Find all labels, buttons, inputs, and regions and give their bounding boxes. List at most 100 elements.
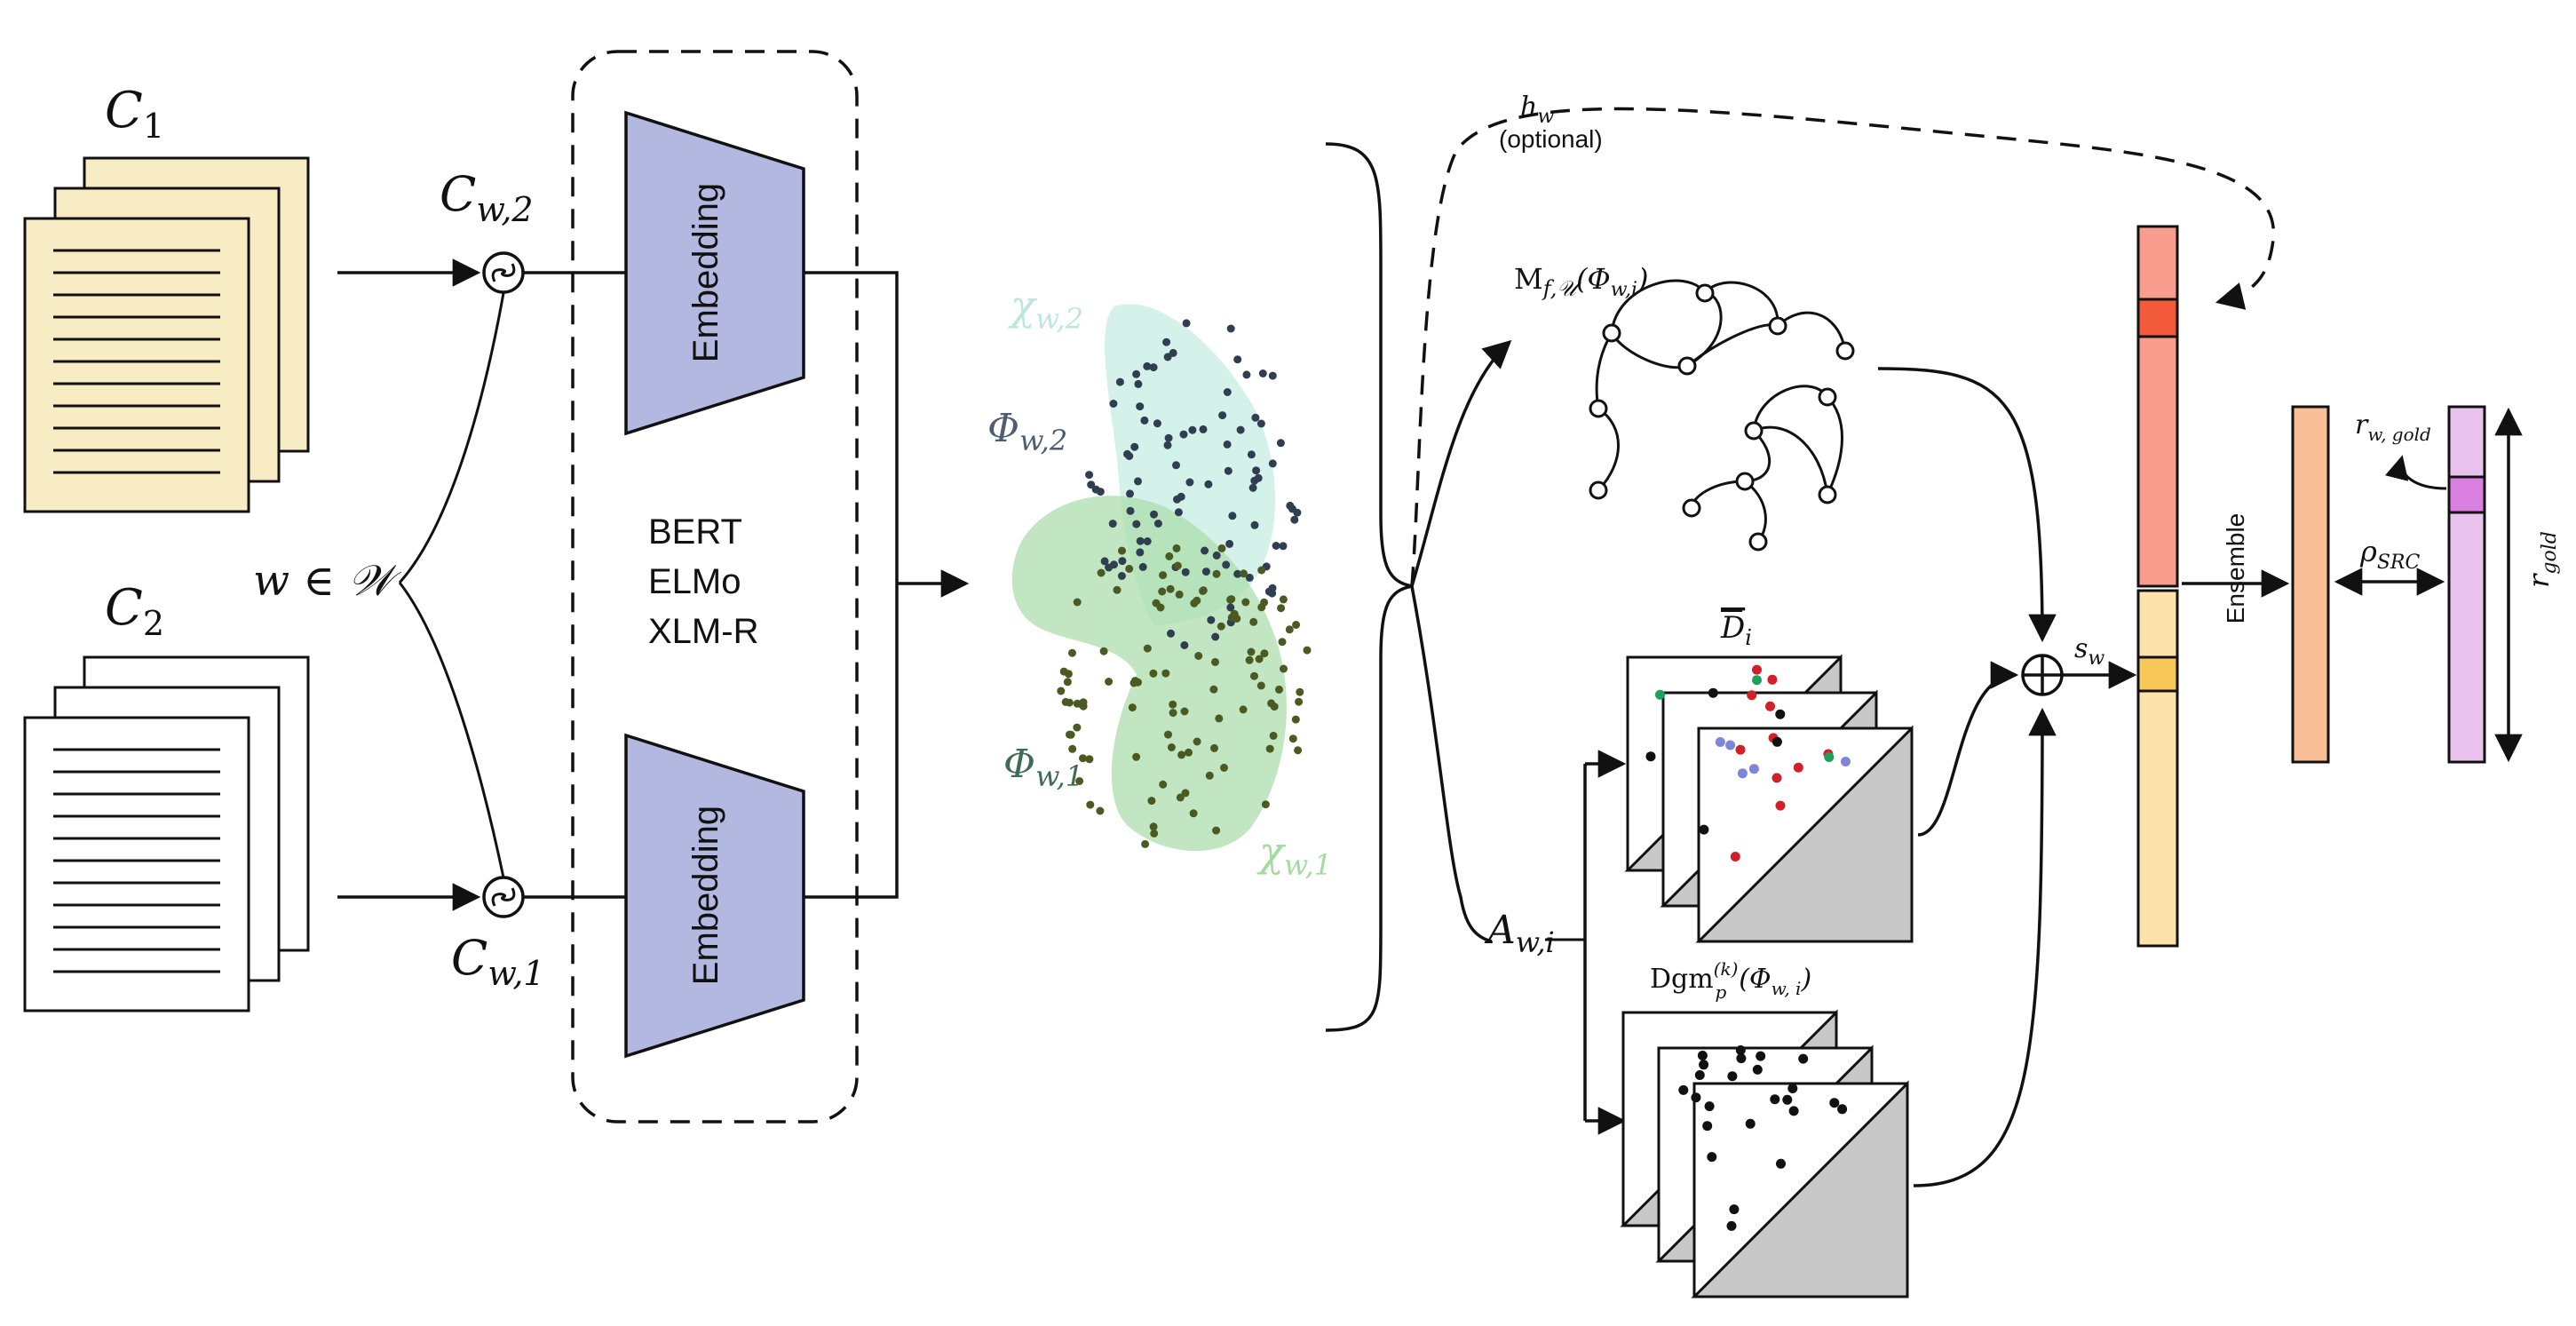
arrow-dbar-to-sum — [1917, 661, 2019, 837]
cloud-w2-point — [1136, 548, 1145, 557]
diagram-point — [1782, 1094, 1793, 1105]
embedding-block-bottom: Embedding — [624, 733, 805, 1059]
cloud-w1-point — [1199, 586, 1207, 595]
cloud-w1-point — [1075, 777, 1084, 785]
diagram-point — [1702, 1121, 1713, 1131]
corpus-c2-stack — [23, 655, 310, 1012]
cloud-w1-point — [1294, 746, 1303, 755]
diagram-point — [1787, 1084, 1798, 1093]
diagram-point — [1707, 1152, 1717, 1163]
cloud-w1-point — [1249, 617, 1258, 626]
cloud-w2-point — [1226, 603, 1235, 612]
diagram-point — [1737, 768, 1748, 779]
cloud-w1-point — [1068, 648, 1076, 657]
diagram-point — [1697, 1051, 1708, 1060]
cloud-w2-point — [1272, 542, 1280, 550]
cloud-w2-point — [1123, 449, 1131, 458]
cloud-w1-point — [1096, 806, 1105, 815]
cloud-w2-point — [1224, 466, 1233, 475]
diagram-point — [1775, 709, 1786, 719]
cloud-w1-point — [1105, 678, 1114, 686]
cloud-w1-point — [1150, 829, 1159, 838]
cloud-w1-point — [1063, 678, 1072, 687]
word-link-top — [398, 292, 505, 584]
cloud-w2-point — [1185, 478, 1194, 487]
arrow-rw-gold — [2385, 455, 2447, 490]
diagram-point — [1726, 1220, 1737, 1231]
cloud-w2-point — [1293, 508, 1302, 517]
diagram-point — [1727, 1071, 1738, 1082]
diagram-point — [1771, 736, 1782, 747]
context-cw1-label: Cw,1 — [451, 930, 545, 993]
cloud-w1-point — [1113, 585, 1122, 594]
context-cw2-label: Cw,2 — [440, 166, 534, 229]
cloud-w1-point — [1217, 544, 1226, 552]
embedding-block-top: Embedding — [624, 110, 805, 436]
word-link-bottom — [398, 582, 505, 878]
diagram-point — [1770, 1094, 1780, 1105]
diagram-point — [1735, 744, 1746, 755]
diagram-point — [1730, 852, 1740, 862]
cloud-w1-point — [1181, 789, 1190, 798]
diagram-point — [1729, 1204, 1740, 1215]
cloud-w2-point — [1162, 337, 1171, 346]
diagram-point — [1725, 740, 1736, 750]
cloud-w1-point — [1211, 657, 1219, 666]
diagram-point — [1645, 751, 1656, 762]
cloud-w1-point — [1159, 780, 1168, 789]
diagram-point — [1715, 737, 1725, 747]
embedding-top-label: Embedding — [686, 183, 725, 362]
rw-gold-label: rw, gold — [2355, 409, 2431, 445]
cloud-w1-point — [1209, 685, 1218, 694]
cloud-w1-point — [1265, 744, 1274, 753]
link-to-awi — [1410, 585, 1493, 943]
chi-w2-label: χw,2 — [1008, 282, 1083, 336]
cloud-w1-point — [1241, 598, 1250, 607]
cloud-w1-point — [1212, 569, 1221, 578]
cloud-w1-point — [1261, 800, 1270, 809]
cloud-w2-point — [1268, 584, 1277, 592]
cloud-w2-point — [1153, 419, 1161, 428]
cloud-w2-point — [1109, 400, 1118, 408]
cloud-w1-point — [1295, 697, 1304, 706]
cloud-w1-point — [1152, 599, 1161, 607]
cloud-w1-point — [1267, 699, 1276, 708]
cloud-w1-point — [1167, 743, 1176, 751]
cloud-w1-point — [1256, 681, 1265, 690]
cloud-w1-point — [1173, 561, 1182, 570]
diagram-point — [1691, 1092, 1701, 1103]
embedding-model-box — [571, 50, 859, 1124]
diagram-point — [1747, 690, 1757, 701]
cloud-w1-point — [1073, 598, 1082, 607]
cloud-w1-point — [1061, 697, 1070, 706]
cloud-w1-point — [1169, 700, 1177, 709]
diagram-point — [1745, 1118, 1756, 1129]
cloud-w1-point — [1260, 649, 1269, 658]
diagram-point — [1824, 752, 1835, 762]
cloud-w2-point — [1247, 450, 1256, 459]
sw-label: sw — [2074, 633, 2104, 670]
cloud-w1-point — [1164, 730, 1172, 739]
cloud-w2-point — [1108, 520, 1117, 528]
cloud-w1-point — [1118, 546, 1126, 555]
cloud-w2-point — [1143, 361, 1152, 370]
cloud-w1-point — [1141, 839, 1150, 848]
cloud-w1-point — [1134, 678, 1142, 687]
diagram-point — [1699, 1060, 1709, 1070]
cloud-w2-point — [1248, 483, 1257, 492]
diagram-point — [1841, 757, 1851, 766]
cloud-w2-point — [1153, 520, 1162, 528]
cloud-w2-point — [1204, 480, 1213, 488]
cloud-w1-point — [1250, 671, 1258, 680]
cloud-w2-point — [1087, 480, 1096, 489]
word-set-label: w ∈ 𝒲 — [253, 556, 402, 606]
cloud-w1-point — [1280, 664, 1288, 673]
cloud-w1-point — [1125, 564, 1134, 573]
cloud-w2-point — [1149, 363, 1158, 372]
cloud-w2-point — [1100, 557, 1109, 566]
r-gold-label: rgold — [2522, 531, 2561, 588]
sampler-icon-bottom — [482, 876, 525, 918]
cloud-w1-point — [1292, 621, 1301, 629]
diagram-point — [1704, 1101, 1715, 1112]
